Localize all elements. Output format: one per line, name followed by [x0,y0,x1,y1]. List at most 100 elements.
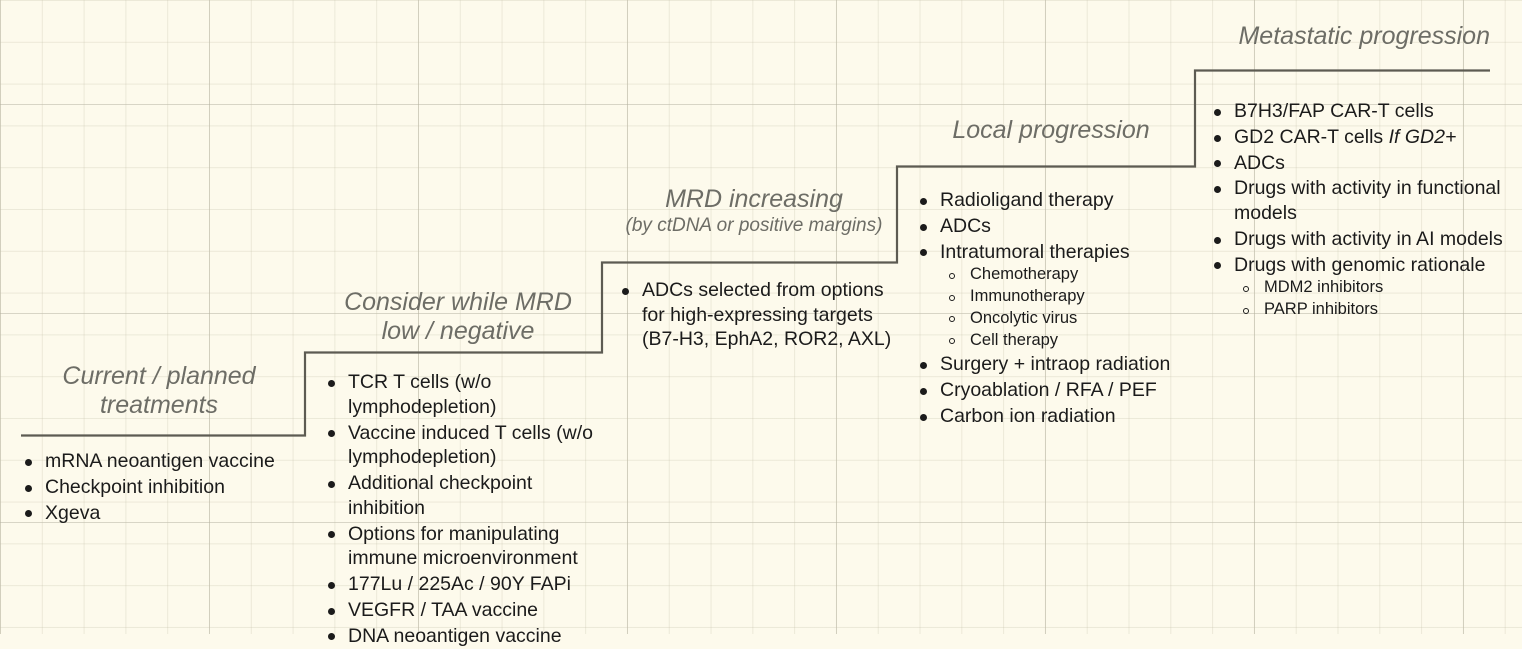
bullet-list: mRNA neoantigen vaccine Checkpoint inhib… [21,449,304,525]
sub-list-item-label: Immunotherapy [970,287,1085,306]
list-item-label: GD2 CAR-T cells [1234,125,1389,148]
list-item: GD2 CAR-T cells If GD2+ [1210,125,1518,150]
list-item-label: Options for manipulating immune microenv… [348,522,578,570]
bullet-list: ADCs selected from options for high-expr… [618,278,898,352]
bullet-dot-icon [328,607,335,615]
list-item-label: ADCs [940,214,991,237]
list-item-emphasis: If GD2+ [1388,125,1457,148]
list-item-label: Drugs with genomic rationale [1234,253,1486,276]
list-item: Additional checkpoint inhibition [324,471,604,521]
column-body: ADCs selected from options for high-expr… [610,278,898,352]
sub-list-item-label: PARP inhibitors [1264,300,1379,319]
bullet-dot-icon [328,430,335,438]
sub-list-item: Cell therapy [940,330,1196,352]
sub-list-item-label: Chemotherapy [970,265,1079,284]
bullet-dot-icon [1214,262,1221,270]
stage-column-local-progression: Local progression Radioligand therapy AD… [906,116,1196,430]
bullet-ring-icon [949,316,955,323]
list-item: Surgery + intraop radiation [916,352,1196,377]
list-item-label: Checkpoint inhibition [45,475,225,498]
list-item-label: Cryoablation / RFA / PEF [940,379,1157,402]
list-item: ADCs [1210,151,1518,176]
list-item: Drugs with activity in AI models [1210,227,1518,252]
bullet-dot-icon [920,249,927,257]
bullet-dot-icon [1214,236,1221,244]
stage-column-current-planned-treatments: Current / planned treatments mRNA neoant… [14,362,304,526]
list-item-label: B7H3/FAP CAR-T cells [1234,100,1434,122]
list-item-label: Xgeva [45,501,101,524]
bullet-dot-icon [25,484,32,492]
bullet-dot-icon [1214,134,1221,142]
list-item: Radioligand therapy [916,188,1196,213]
list-item-label: Radioligand therapy [940,189,1114,211]
list-item: Cryoablation / RFA / PEF [916,378,1196,403]
list-item: Options for manipulating immune microenv… [324,522,604,572]
list-item-label: Intratumoral therapies [940,240,1130,263]
bullet-ring-icon [949,338,955,345]
list-item: ADCs selected from options for high-expr… [618,278,898,352]
list-item: VEGFR / TAA vaccine [324,598,604,623]
sub-list-item-label: MDM2 inhibitors [1264,278,1384,297]
sub-list-item-label: Oncolytic virus [970,308,1078,327]
list-item: ADCs [916,214,1196,239]
column-heading: Metastatic progression [1238,22,1490,50]
list-item-label: 177Lu / 225Ac / 90Y FAPi [348,573,571,595]
bullet-list: B7H3/FAP CAR-T cells GD2 CAR-T cells If … [1210,99,1518,321]
bullet-dot-icon [328,379,335,387]
bullet-dot-icon [1214,108,1221,116]
list-item: Intratumoral therapies Chemotherapy Immu… [916,240,1196,352]
sub-list-item: MDM2 inhibitors [1234,277,1518,299]
list-item-label: ADCs [1234,151,1285,174]
list-item: Checkpoint inhibition [21,475,304,500]
bullet-dot-icon [1214,160,1221,168]
list-item-label: TCR T cells (w/o lymphodepletion) [348,371,497,418]
bullet-dot-icon [25,458,32,466]
bullet-dot-icon [920,387,927,395]
bullet-dot-icon [920,413,927,421]
stage-column-consider-while-mrd-low-negative: Consider while MRD low / negative TCR T … [312,288,604,649]
list-item: Drugs with activity in functional models [1210,176,1518,226]
stage-column-mrd-increasing: MRD increasing (by ctDNA or positive mar… [610,185,898,353]
list-item-label: Carbon ion radiation [940,404,1116,427]
sub-list-item: Oncolytic virus [940,308,1196,330]
bullet-dot-icon [920,362,927,370]
list-item-label: VEGFR / TAA vaccine [348,598,539,621]
list-item-label: Surgery + intraop radiation [940,353,1171,376]
list-item-label: Additional checkpoint inhibition [348,472,533,519]
stage-column-metastatic-progression: Metastatic progression B7H3/FAP CAR-T ce… [1204,22,1518,322]
column-body: mRNA neoantigen vaccine Checkpoint inhib… [14,449,304,525]
list-item-label: mRNA neoantigen vaccine [45,450,275,472]
column-body: TCR T cells (w/o lymphodepletion) Vaccin… [312,370,604,648]
list-item: mRNA neoantigen vaccine [21,449,304,474]
list-item-label: Drugs with activity in AI models [1234,227,1503,250]
list-item: Drugs with genomic rationale MDM2 inhibi… [1210,253,1518,321]
sub-list-item-label: Cell therapy [970,330,1059,349]
bullet-ring-icon [1243,307,1249,314]
bullet-ring-icon [1243,285,1249,292]
column-heading: Consider while MRD low / negative [344,288,572,345]
bullet-list: Radioligand therapy ADCs Intratumoral th… [916,188,1196,429]
list-item: TCR T cells (w/o lymphodepletion) [324,370,604,420]
column-body: B7H3/FAP CAR-T cells GD2 CAR-T cells If … [1204,99,1518,321]
bullet-dot-icon [920,223,927,231]
column-body: Radioligand therapy ADCs Intratumoral th… [906,188,1196,429]
list-item: Carbon ion radiation [916,404,1196,429]
bullet-dot-icon [328,581,335,589]
list-item-label: Vaccine induced T cells (w/o lymphodeple… [348,421,593,469]
bullet-dot-icon [25,510,32,518]
list-item: Vaccine induced T cells (w/o lymphodeple… [324,421,604,471]
list-item-label: DNA neoantigen vaccine [348,624,562,647]
sub-list-item: Immunotherapy [940,286,1196,308]
sub-bullet-list: Chemotherapy Immunotherapy Oncolytic vir… [940,264,1196,351]
sub-list-item: PARP inhibitors [1234,299,1518,321]
column-heading: Current / planned treatments [62,362,256,419]
bullet-dot-icon [1214,186,1221,193]
bullet-dot-icon [622,287,629,295]
list-item: Xgeva [21,501,304,526]
bullet-dot-icon [328,480,335,488]
list-item: B7H3/FAP CAR-T cells [1210,99,1518,124]
bullet-dot-icon [328,531,335,539]
bullet-list: TCR T cells (w/o lymphodepletion) Vaccin… [324,370,604,648]
list-item-label: ADCs selected from options for high-expr… [642,278,892,351]
